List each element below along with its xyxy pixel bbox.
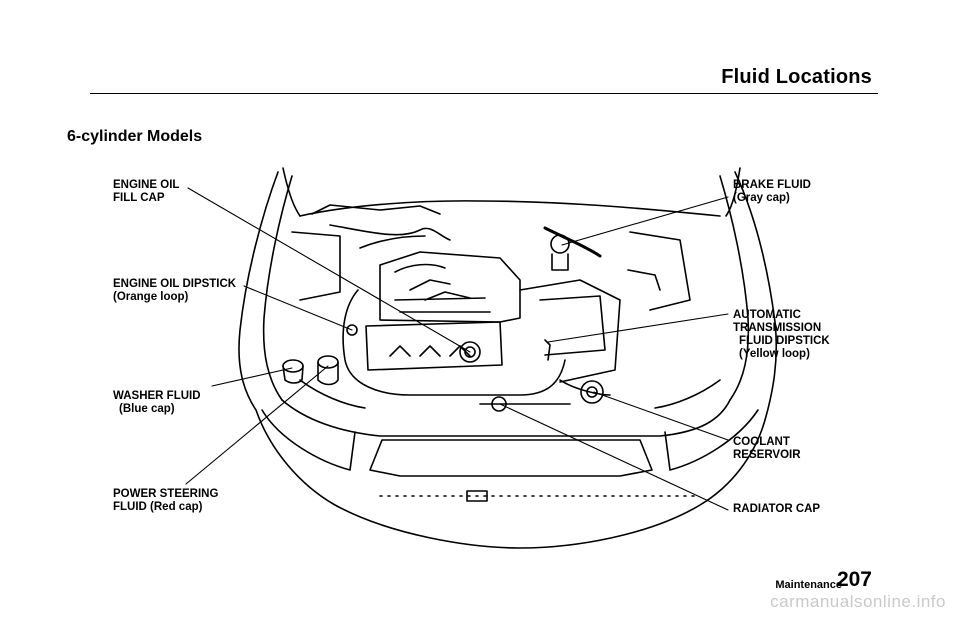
callout-radiator-cap: RADIATOR CAP <box>733 503 821 515</box>
callout-power-steering-fluid: POWER STEERING FLUID (Red cap) <box>113 488 219 513</box>
page-number: 207 <box>836 568 872 591</box>
fluid-reservoirs <box>282 355 339 386</box>
engine-block <box>342 251 621 412</box>
callout-engine-oil-dipstick: ENGINE OIL DIPSTICK (Orange loop) <box>113 278 237 303</box>
car-body-outline <box>238 167 778 549</box>
callout-coolant-reservoir: COOLANT RESERVOIR <box>733 436 801 461</box>
callout-automatic-transmission-fluid-dipstick: AUTOMATIC TRANSMISSION FLUID DIPSTICK (Y… <box>733 309 830 360</box>
callout-brake-fluid: BRAKE FLUID (Gray cap) <box>733 179 811 204</box>
callout-leader-lines <box>185 187 729 511</box>
callout-washer-fluid: WASHER FLUID (Blue cap) <box>113 390 201 415</box>
watermark: carmanualsonline.info <box>770 592 946 611</box>
page-title: Fluid Locations <box>721 66 872 88</box>
title-divider <box>90 93 878 94</box>
callout-engine-oil-fill-cap: ENGINE OIL FILL CAP <box>113 179 180 204</box>
engine-bay-structure <box>291 200 721 311</box>
section-heading: 6-cylinder Models <box>67 128 203 145</box>
footer-section-name: Maintenance <box>775 579 842 591</box>
